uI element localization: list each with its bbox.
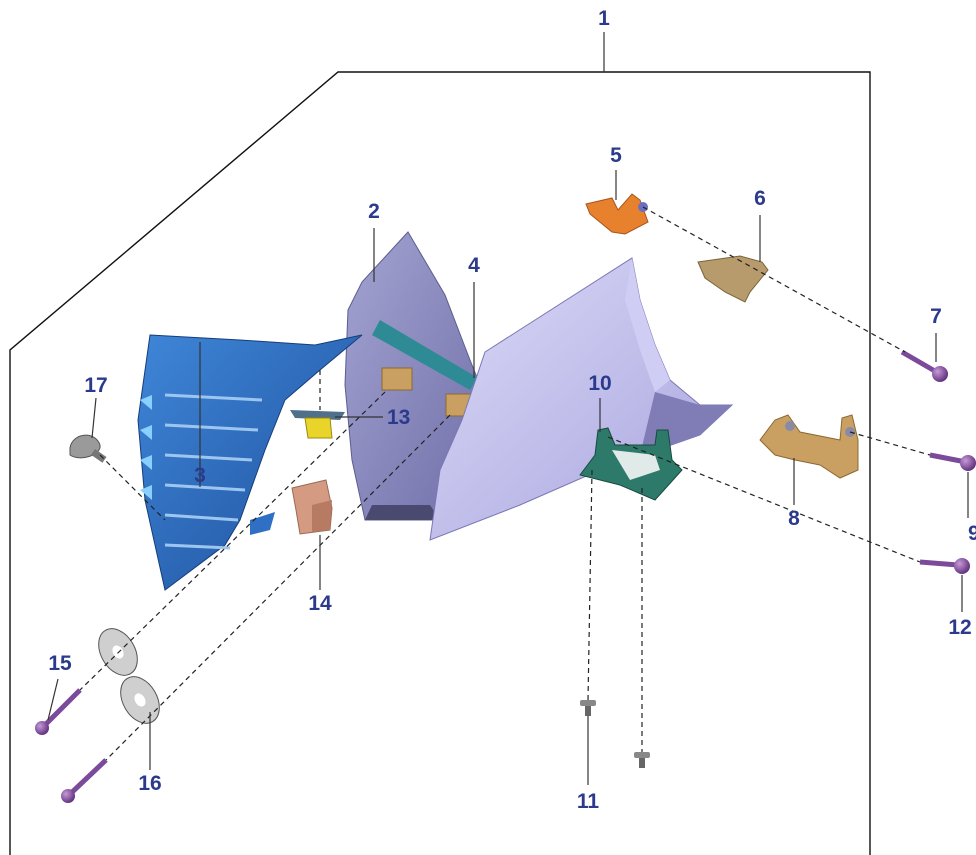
assembly-frame [9, 71, 871, 855]
part-6-tan-bracket [697, 255, 769, 303]
part-15-washer [98, 628, 138, 676]
callout-7: 7 [930, 305, 942, 328]
part-11-screw-right [634, 752, 650, 768]
part-4-cowl-panel [429, 257, 734, 541]
part-17-grey-bolt [69, 434, 107, 463]
callout-14: 14 [308, 592, 332, 615]
callout-4: 4 [468, 254, 480, 277]
part-3-blue-intake [137, 334, 363, 591]
callout-10: 10 [588, 372, 611, 395]
part-8-gold-bracket [759, 414, 859, 479]
callout-13: 13 [387, 406, 410, 429]
bolt-9 [929, 452, 976, 471]
callout-15: 15 [48, 652, 72, 675]
callout-2: 2 [368, 200, 380, 223]
bolt-15 [35, 688, 82, 735]
callout-9: 9 [968, 522, 976, 545]
callout-5: 5 [610, 144, 622, 167]
callout-3: 3 [194, 464, 206, 487]
callout-17: 17 [84, 374, 107, 397]
callout-16: 16 [138, 772, 161, 795]
leader-lines [47, 170, 969, 785]
callout-8: 8 [788, 507, 800, 530]
part-13-clip-nut [290, 410, 345, 439]
part-16-washer [120, 676, 160, 724]
callouts: 1 2 3 4 5 6 7 8 9 10 11 12 13 14 15 16 1… [48, 7, 976, 813]
callout-12: 12 [948, 616, 971, 639]
part-11-screw-left [580, 700, 596, 716]
callout-6: 6 [754, 187, 766, 210]
bolt-12 [919, 558, 970, 574]
assembly-lines [79, 206, 931, 761]
callout-11: 11 [577, 790, 600, 813]
part-10-green-bracket [579, 427, 683, 501]
part-5-orange-bracket [585, 193, 649, 235]
bolt-16 [61, 758, 108, 803]
callout-1: 1 [598, 7, 610, 30]
bolt-7 [900, 349, 948, 382]
part-14-copper-nut [291, 479, 333, 535]
